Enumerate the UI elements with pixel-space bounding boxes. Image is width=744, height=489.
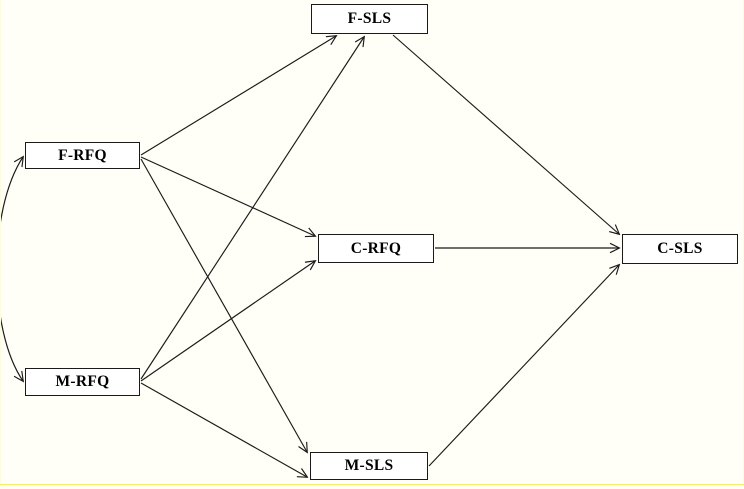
node-m-rfq[interactable]: M-RFQ [25,368,140,396]
edge-mrfq-to-msls [140,382,307,477]
edge-msls-to-csls [428,265,619,467]
edge-frfq-to-fsls [140,36,336,156]
node-label-m-rfq: M-RFQ [55,373,110,391]
edge-mrfq-to-crfq [140,261,315,382]
node-c-sls[interactable]: C-SLS [622,234,738,264]
edge-mrfq-to-fsls [140,37,364,380]
node-label-c-sls: C-SLS [657,240,703,258]
node-label-m-sls: M-SLS [344,457,394,475]
frame-border-bottom [0,484,744,486]
node-f-rfq[interactable]: F-RFQ [25,142,140,169]
node-c-rfq[interactable]: C-RFQ [318,234,434,263]
frame-border-right [742,0,744,485]
node-label-f-sls: F-SLS [347,10,392,28]
node-label-c-rfq: C-RFQ [350,239,402,257]
edge-frfq-mrfq-covariance [0,157,23,381]
node-label-f-rfq: F-RFQ [58,146,107,164]
edge-frfq-to-crfq [140,156,315,236]
edge-fsls-to-csls [392,34,619,234]
node-m-sls[interactable]: M-SLS [310,452,428,480]
frame-border-left [0,0,2,485]
node-f-sls[interactable]: F-SLS [311,4,428,34]
edge-frfq-to-msls [140,158,307,452]
